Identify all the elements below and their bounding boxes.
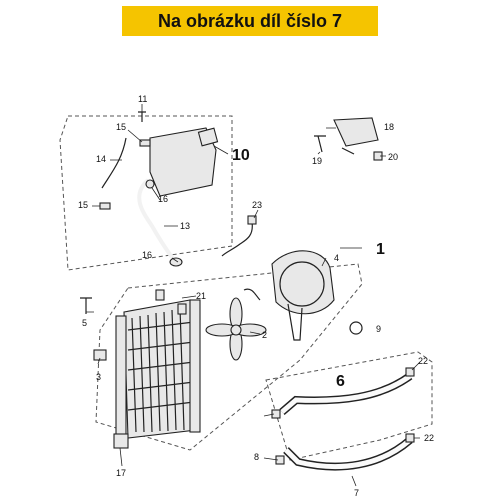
callout-6: 6 xyxy=(336,373,345,390)
callout-11: 11 xyxy=(138,94,147,104)
clamp-22-top xyxy=(405,367,415,377)
callout-1: 1 xyxy=(376,241,385,258)
hose-14 xyxy=(101,137,127,189)
callout-17: 17 xyxy=(116,468,126,478)
hose-7-inner xyxy=(284,438,412,470)
callout-20: 20 xyxy=(388,152,398,162)
fan-shroud-ring xyxy=(279,261,325,307)
fan-blade xyxy=(205,297,267,361)
callout-16-top: 16 xyxy=(158,194,168,204)
group-10-frame xyxy=(59,115,233,271)
callout-16-bottom: 16 xyxy=(142,250,152,260)
leader-lines xyxy=(86,104,421,487)
title-banner: Na obrázku díl číslo 7 xyxy=(122,6,378,36)
radiator xyxy=(115,299,201,439)
sensor-wire-23 xyxy=(221,221,253,257)
fan-wire xyxy=(243,288,261,301)
callout-4: 4 xyxy=(334,253,339,263)
callout-15-top: 15 xyxy=(116,122,126,132)
group-1-frame xyxy=(95,263,363,451)
clip-21-b xyxy=(177,303,187,315)
callout-9: 9 xyxy=(376,324,381,334)
callout-5: 5 xyxy=(82,318,87,328)
clamp-16-bottom xyxy=(169,257,183,267)
callout-2: 2 xyxy=(262,330,267,340)
bolt-19b xyxy=(341,147,355,155)
cap-17 xyxy=(113,433,129,449)
callout-22-bottom: 22 xyxy=(424,433,434,443)
sensor-3 xyxy=(93,349,107,361)
expansion-tank xyxy=(149,127,217,197)
fan-bracket xyxy=(287,303,303,341)
callout-15-bottom: 15 xyxy=(78,200,88,210)
clamp-22-bottom xyxy=(405,433,415,443)
clip-15-bottom xyxy=(99,202,111,210)
clip-21-a xyxy=(155,289,165,301)
group-6-frame xyxy=(265,351,433,461)
tank-cap xyxy=(197,127,219,147)
callout-3: 3 xyxy=(96,372,101,382)
hose-13-inner xyxy=(137,178,176,262)
callout-14: 14 xyxy=(96,154,106,164)
clamp-9 xyxy=(349,321,363,335)
hose-6 xyxy=(279,372,413,416)
callout-7: 7 xyxy=(354,488,359,498)
callout-18: 18 xyxy=(384,122,394,132)
hose-6-inner xyxy=(280,373,412,414)
sensor-23-connector xyxy=(247,215,257,225)
callout-8: 8 xyxy=(254,452,259,462)
clamp-16-top xyxy=(145,179,155,189)
screw-11 xyxy=(138,111,146,122)
callout-23: 23 xyxy=(252,200,262,210)
callout-21: 21 xyxy=(196,291,206,301)
bracket-18 xyxy=(333,117,379,147)
callout-19: 19 xyxy=(312,156,322,166)
clip-15-top xyxy=(139,139,151,147)
callout-10: 10 xyxy=(232,147,250,164)
bolt-19 xyxy=(314,135,326,153)
bolt-5 xyxy=(80,297,92,314)
callout-22-top: 22 xyxy=(418,356,428,366)
callout-13: 13 xyxy=(180,221,190,231)
